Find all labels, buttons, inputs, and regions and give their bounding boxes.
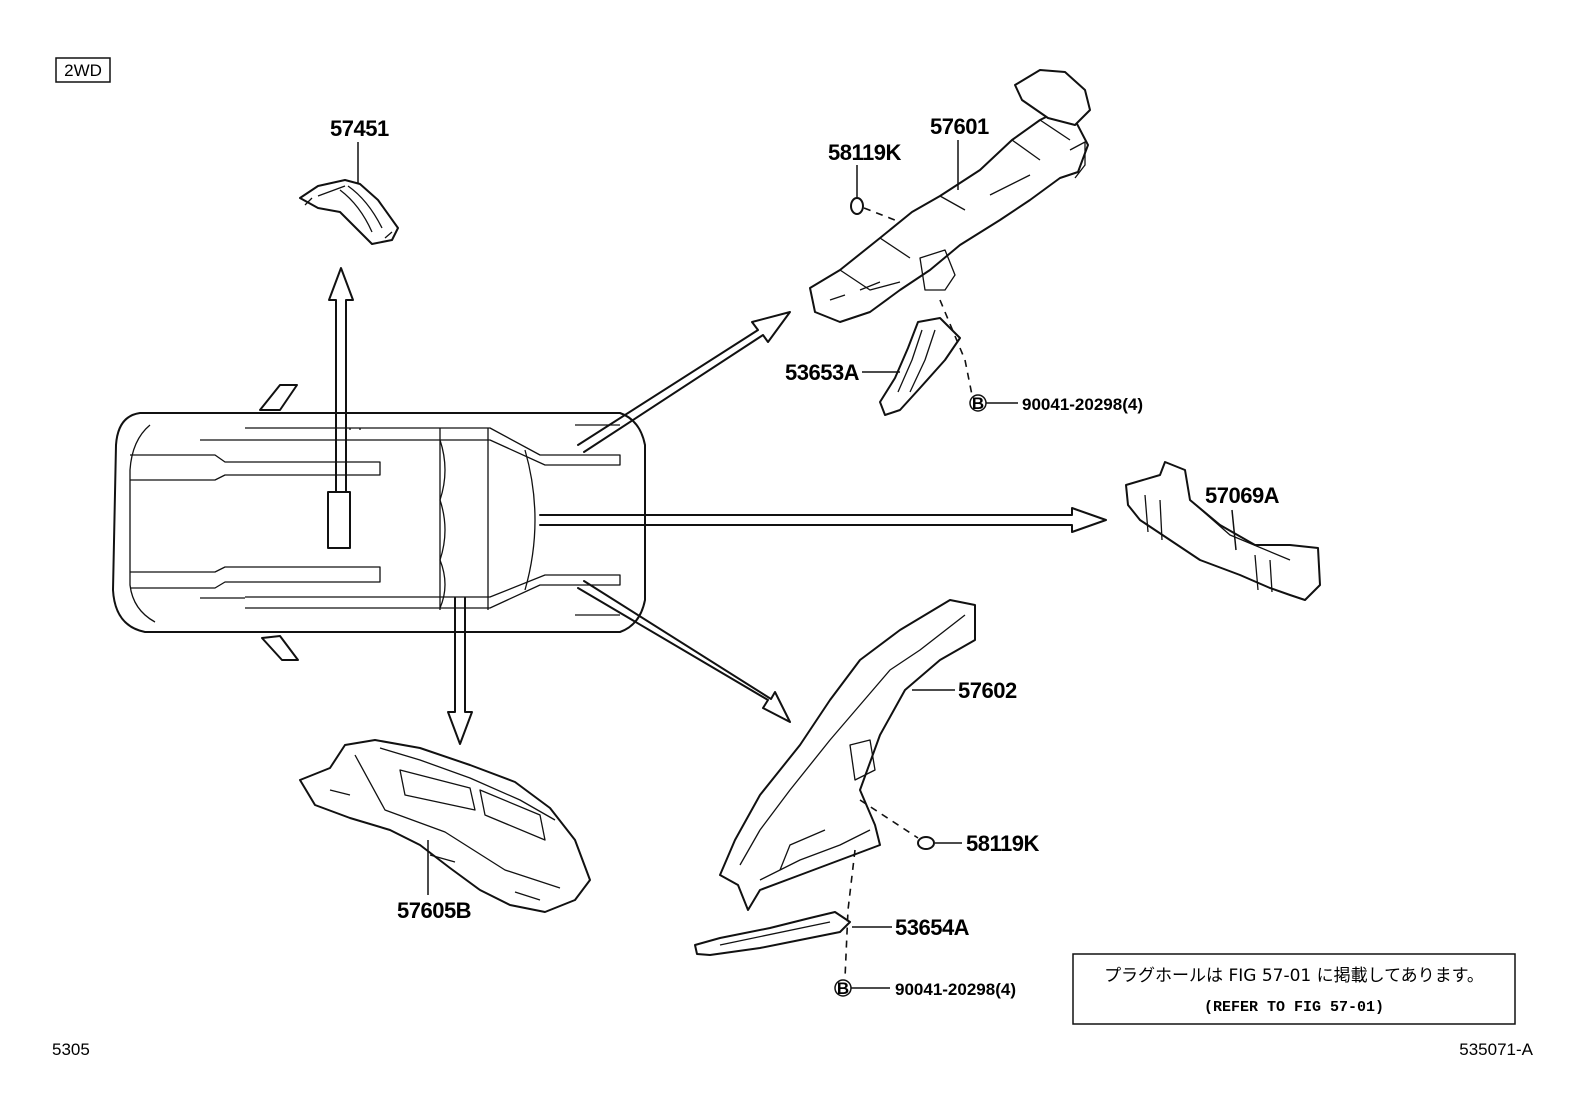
part-57069A-drawing xyxy=(1125,461,1321,601)
part-53654A-drawing xyxy=(694,911,851,956)
reference-note-en: (REFER TO FIG 57-01) xyxy=(1204,999,1384,1016)
label-57451: 57451 xyxy=(330,116,389,141)
plug-58119K-top xyxy=(850,197,864,215)
label-57605B: 57605B xyxy=(397,898,471,923)
arrow-to-57601 xyxy=(577,311,791,453)
reference-note-box: プラグホールは FIG 57-01 に掲載してあります。 (REFER TO F… xyxy=(1072,953,1516,1025)
part-53653A-drawing xyxy=(879,317,961,416)
bolt-dash-bottom xyxy=(844,849,856,979)
vehicle-underbody-outline xyxy=(112,384,646,661)
arrow-to-57605B xyxy=(447,597,473,745)
bolt-dash-top xyxy=(939,299,973,396)
drive-type-badge: 2WD xyxy=(55,57,111,83)
label-53654A: 53654A xyxy=(895,915,970,940)
plug-dash-top xyxy=(863,207,901,223)
label-53653A: 53653A xyxy=(785,360,860,385)
label-57602: 57602 xyxy=(958,678,1017,703)
label-58119K-top: 58119K xyxy=(828,140,901,165)
bolt-marker-top-letter: B xyxy=(972,394,984,413)
arrow-to-57451 xyxy=(328,267,354,493)
label-bolt-bottom: 90041-20298(4) xyxy=(895,980,1016,999)
plug-58119K-bottom xyxy=(917,836,935,850)
bolt-marker-bottom-letter: B xyxy=(837,979,849,998)
part-57451-drawing xyxy=(299,179,399,245)
part-57605B-drawing xyxy=(299,739,591,913)
part-57601-drawing xyxy=(809,69,1091,323)
part-57602-drawing xyxy=(719,599,976,911)
footer-figure-code: 535071-A xyxy=(1459,1040,1533,1059)
leader-57069A xyxy=(1231,509,1237,551)
drive-type-label: 2WD xyxy=(64,61,102,80)
label-57069A: 57069A xyxy=(1205,483,1280,508)
label-58119K-bottom: 58119K xyxy=(966,831,1039,856)
reference-note-jp: プラグホールは FIG 57-01 に掲載してあります。 xyxy=(1104,966,1484,986)
footer-page-code: 5305 xyxy=(52,1040,90,1059)
arrow-to-57069A xyxy=(539,507,1107,533)
arrow-to-57602 xyxy=(577,580,791,723)
label-57601: 57601 xyxy=(930,114,989,139)
plug-dash-bottom xyxy=(859,799,919,839)
label-bolt-top: 90041-20298(4) xyxy=(1022,395,1143,414)
